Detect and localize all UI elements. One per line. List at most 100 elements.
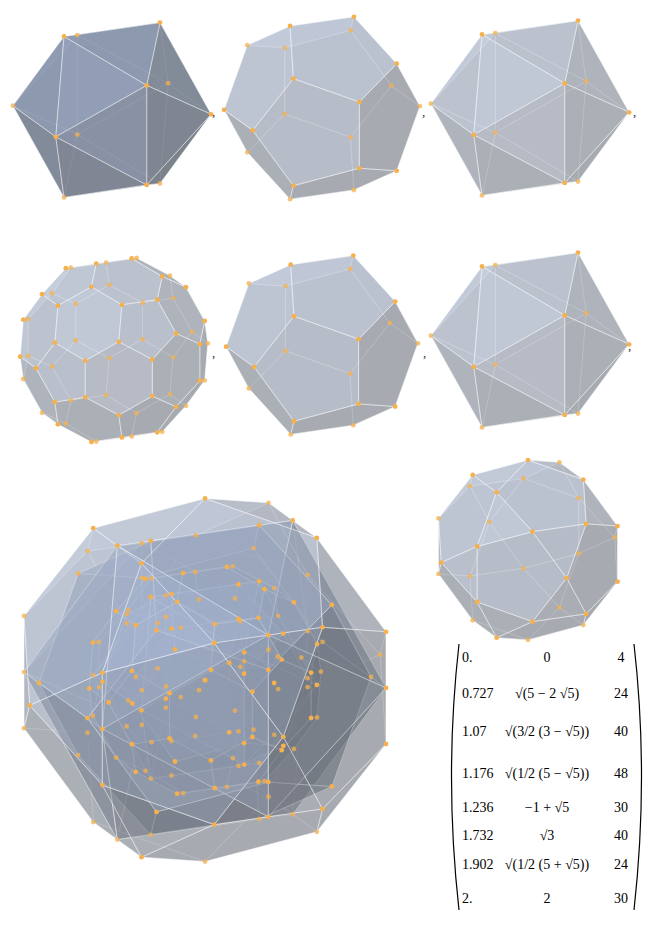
vertex-dot <box>348 135 353 140</box>
vertex-dot <box>155 297 160 302</box>
vertex-dot <box>266 794 271 799</box>
vertex-dot <box>245 150 250 155</box>
matrix-cell: 1.902 <box>462 857 494 873</box>
vertex-dot <box>369 675 374 680</box>
vertex-dot <box>266 780 271 785</box>
vertex-dot <box>557 460 562 465</box>
vertex-dot <box>115 837 120 842</box>
vertex-dot <box>181 791 186 796</box>
vertex-dot <box>155 621 160 626</box>
vertex-dot <box>299 655 304 660</box>
vertex-dot <box>100 679 105 684</box>
face <box>85 342 152 415</box>
vertex-dot <box>281 743 286 748</box>
vertex-dot <box>468 484 473 489</box>
vertex-dot <box>319 669 324 674</box>
face <box>102 563 214 673</box>
polyhedron <box>429 250 632 430</box>
separator-comma: , <box>212 345 215 361</box>
vertex-dot <box>494 635 499 640</box>
vertex-dot <box>526 638 531 643</box>
vertex-dot <box>126 698 131 703</box>
vertex-dot <box>384 686 389 691</box>
vertex-dot <box>584 522 589 527</box>
vertex-dot <box>193 715 198 720</box>
vertex-dot <box>181 571 186 576</box>
vertex-dot <box>329 603 334 608</box>
vertex-dot <box>56 422 61 427</box>
vertex-dot <box>175 791 180 796</box>
vertex-dot <box>18 354 23 359</box>
vertex-dot <box>120 302 125 307</box>
matrix-cell: 30 <box>614 891 628 907</box>
face <box>317 538 386 632</box>
vertex-dot <box>169 626 174 631</box>
vertex-dot <box>85 549 90 554</box>
vertex-dot <box>627 110 632 115</box>
vertex-dot <box>315 683 320 688</box>
vertex-dot <box>257 817 262 822</box>
vertex-dot <box>173 647 178 652</box>
vertex-dot <box>224 344 229 349</box>
vertex-dot <box>164 615 169 620</box>
vertex-dot <box>584 611 589 616</box>
face <box>565 315 629 415</box>
vertex-dot <box>85 730 90 735</box>
matrix-cell: 48 <box>614 766 628 782</box>
vertex-dot <box>576 551 581 556</box>
vertex-dot <box>205 341 210 346</box>
matrix-cell: 40 <box>614 828 628 844</box>
vertex-dot <box>288 262 293 267</box>
vertex-dot <box>63 421 68 426</box>
vertex-dot <box>356 337 361 342</box>
vertex-dot <box>197 342 202 347</box>
face <box>224 26 293 130</box>
vertex-dot <box>133 769 138 774</box>
vertex-dot <box>202 378 207 383</box>
vertex-dot <box>275 654 280 659</box>
vertex-dot <box>266 667 271 672</box>
vertex-dot <box>526 458 531 463</box>
vertex-dot <box>236 729 241 734</box>
vertex-dot <box>272 586 277 591</box>
vertex-dot <box>139 561 144 566</box>
vertex-dot <box>266 814 271 819</box>
matrix-cell: √3 <box>540 828 555 844</box>
vertex-dot <box>197 378 202 383</box>
vertex-dot <box>493 31 498 36</box>
vertex-dot <box>212 822 217 827</box>
vertex-dot <box>236 764 241 769</box>
vertex-dot <box>282 112 287 117</box>
matrix-cell: −1 + √5 <box>525 800 569 816</box>
vertex-dot <box>27 703 32 708</box>
vertex-dot <box>169 773 174 778</box>
vertex-dot <box>91 673 96 678</box>
vertex-dot <box>68 265 73 270</box>
vertex-dot <box>89 440 94 445</box>
vertex-dot <box>418 104 423 109</box>
vertex-dot <box>175 599 180 604</box>
vertex-dot <box>305 629 310 634</box>
vertex-dot <box>357 166 362 171</box>
vertex-dot <box>470 473 475 478</box>
vertex-dot <box>233 596 238 601</box>
vertex-dot <box>26 317 31 322</box>
face <box>533 524 587 578</box>
vertex-dot <box>124 612 129 617</box>
vertex-dot <box>163 593 168 598</box>
vertex-dot <box>581 477 586 482</box>
vertex-dot <box>76 571 81 576</box>
vertex-dot <box>309 670 314 675</box>
face <box>477 492 532 546</box>
vertex-dot <box>114 755 119 760</box>
matrix-cell: 2. <box>462 891 473 907</box>
face <box>565 83 629 182</box>
vertex-dot <box>209 758 214 763</box>
vertex-dot <box>148 832 153 837</box>
vertex-dot <box>174 404 179 409</box>
vertex-dot <box>288 432 293 437</box>
vertex-dot <box>227 661 232 666</box>
matrix-bracket <box>634 644 642 910</box>
vertex-dot <box>167 691 172 696</box>
